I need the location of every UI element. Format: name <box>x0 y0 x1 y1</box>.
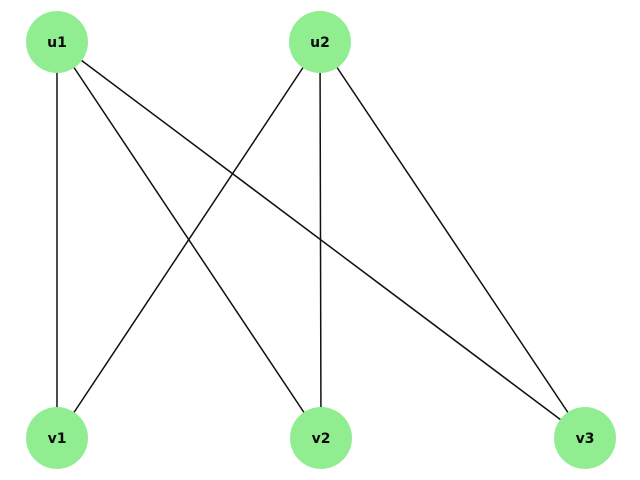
graph-node-label-v3: v3 <box>576 431 595 447</box>
graph-node-circle-u1 <box>26 11 88 73</box>
graph-node-label-v2: v2 <box>312 431 331 447</box>
graph-edge-u2-v1 <box>56 41 321 439</box>
graph-node-circle-v1 <box>26 407 88 469</box>
graph-node-circle-v2 <box>290 407 352 469</box>
graph-node-circle-v3 <box>554 407 616 469</box>
graph-nodes-layer: u1 u2 v1 v2 v3 <box>26 11 616 469</box>
graph-node-label-u2: u2 <box>310 35 330 51</box>
graph-node-u1: u1 <box>26 11 88 73</box>
graph-edges-layer <box>56 41 586 439</box>
graph-node-v2: v2 <box>290 407 352 469</box>
graph-node-circle-u2 <box>289 11 351 73</box>
graph-node-v1: v1 <box>26 407 88 469</box>
graph-node-v3: v3 <box>554 407 616 469</box>
graph-edge-u2-v2 <box>319 41 322 439</box>
graph-node-label-v1: v1 <box>48 431 67 447</box>
graph-node-u2: u2 <box>289 11 351 73</box>
graph-node-label-u1: u1 <box>47 35 67 51</box>
graph-edge-u2-v3 <box>319 41 586 439</box>
